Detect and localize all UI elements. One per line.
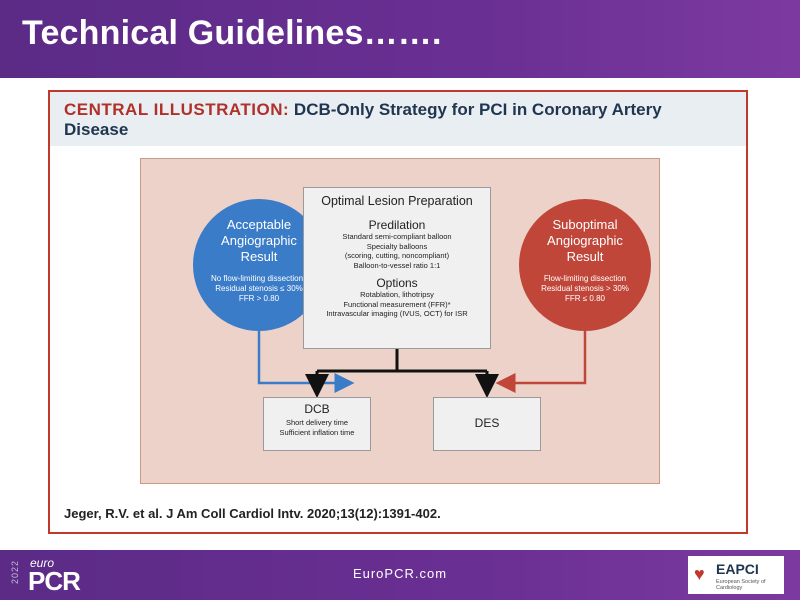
predilation-item: Balloon-to-vessel ratio 1:1 (353, 260, 441, 270)
des-label: DES (474, 416, 500, 430)
dcb-box: DCB Short delivery time Sufficient infla… (263, 397, 371, 451)
dcb-detail: Sufficient inflation time (279, 428, 355, 437)
lesion-preparation-box: Optimal Lesion Preparation Predilation S… (303, 187, 491, 349)
europcr-logo: 2022 euro PCR (10, 554, 100, 596)
suboptimal-detail: FFR ≤ 0.80 (565, 294, 605, 303)
logo-euro: euro (30, 556, 55, 570)
slide-header: Technical Guidelines……. (0, 0, 800, 78)
acceptable-title-1: Acceptable (226, 217, 292, 232)
citation: Jeger, R.V. et al. J Am Coll Cardiol Int… (64, 506, 441, 521)
flow-arrows (257, 331, 587, 398)
suboptimal-title-2: Angiographic (547, 233, 623, 248)
figure-title-rest: DCB-Only Strategy for PCI in Coronary Ar… (64, 100, 662, 139)
eapci-name: EAPCI (716, 561, 759, 577)
figure-title-lead: CENTRAL ILLUSTRATION: (64, 100, 290, 119)
options-item: Rotablation, lithotripsy (360, 290, 434, 299)
footer-url-link[interactable]: EuroPCR.com (352, 566, 448, 581)
acceptable-detail: No flow-limiting dissections (210, 274, 308, 283)
central-illustration: CENTRAL ILLUSTRATION: DCB-Only Strategy … (48, 90, 748, 534)
acceptable-title-3: Result (240, 249, 278, 264)
figure-title: CENTRAL ILLUSTRATION: DCB-Only Strategy … (64, 100, 704, 140)
logo-pcr: PCR (28, 566, 81, 596)
predilation-item: Standard semi-compliant balloon (342, 232, 452, 241)
options-heading: Options (376, 276, 418, 290)
predilation-item: Specialty balloons (366, 241, 428, 251)
eapci-logo: ♥ EAPCI European Society of Cardiology (688, 556, 784, 594)
predilation-heading: Predilation (368, 218, 426, 232)
des-box: DES (433, 397, 541, 451)
acceptable-title-2: Angiographic (221, 233, 297, 248)
figure-title-bar: CENTRAL ILLUSTRATION: DCB-Only Strategy … (50, 92, 746, 146)
slide-title: Technical Guidelines……. (22, 14, 442, 52)
dcb-detail: Short delivery time (285, 418, 349, 427)
suboptimal-title-1: Suboptimal (552, 217, 618, 232)
eapci-subtitle: European Society of Cardiology (716, 579, 766, 591)
red-arrow (495, 331, 587, 393)
heart-icon: ♥ (694, 564, 705, 584)
suboptimal-result-circle: Suboptimal Angiographic Result Flow-limi… (519, 199, 651, 331)
options-item: Functional measurement (FFR)* (343, 299, 451, 309)
acceptable-detail: Residual stenosis ≤ 30% (215, 284, 303, 293)
preparation-title: Optimal Lesion Preparation (321, 194, 473, 208)
suboptimal-detail: Flow-limiting dissection (543, 274, 627, 283)
options-item: Intravascular imaging (IVUS, OCT) for IS… (326, 309, 468, 318)
diagram-panel: Acceptable Angiographic Result No flow-l… (140, 158, 660, 484)
predilation-item: (scoring, cutting, noncompliant) (344, 251, 450, 260)
suboptimal-title-3: Result (566, 249, 604, 264)
slide-footer: 2022 euro PCR EuroPCR.com ♥ EAPCI Europe… (0, 550, 800, 600)
dcb-label: DCB (304, 402, 330, 416)
suboptimal-detail: Residual stenosis > 30% (541, 284, 629, 293)
acceptable-detail: FFR > 0.80 (238, 294, 280, 303)
